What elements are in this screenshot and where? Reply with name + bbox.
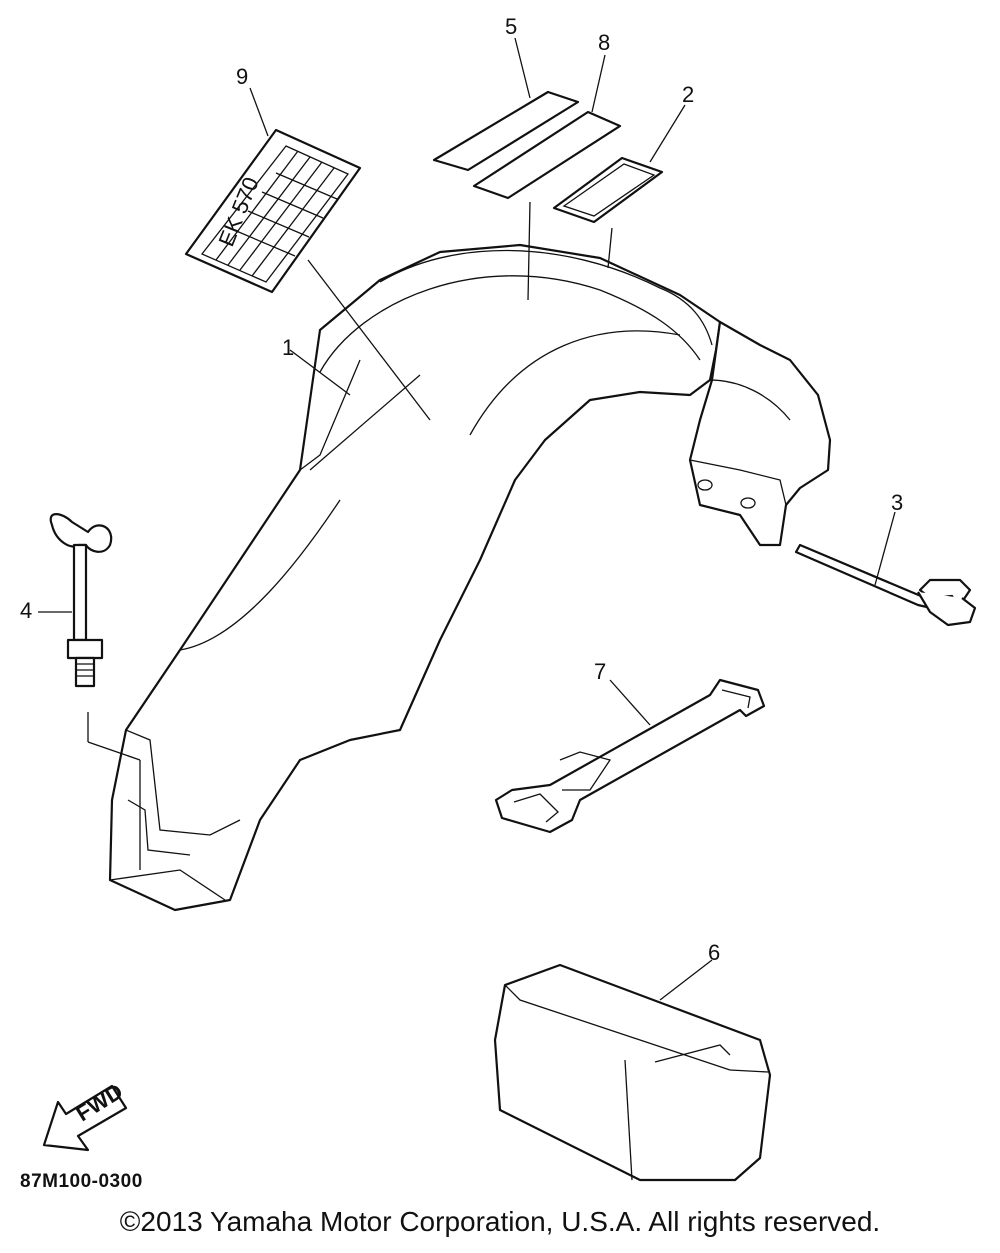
part-1-cover — [108, 243, 832, 912]
callout-6: 6 — [708, 940, 720, 965]
callout-4: 4 — [20, 598, 32, 623]
part-8-sticker — [472, 110, 622, 200]
part-5-sticker — [432, 90, 580, 172]
callout-8: 8 — [598, 30, 610, 55]
part-3-hook — [794, 543, 977, 627]
part-4-bolt — [49, 513, 113, 688]
callout-numbers: 9 5 8 2 1 3 4 7 6 87M100-0300 — [20, 14, 903, 1192]
callout-1: 1 — [282, 335, 294, 360]
leader-lines — [38, 37, 896, 1001]
callout-5: 5 — [505, 14, 517, 39]
figure-code: 87M100-0300 — [20, 1171, 143, 1192]
part-7-strap — [494, 678, 766, 834]
part-2-sticker — [552, 156, 664, 224]
callout-3: 3 — [891, 490, 903, 515]
fwd-arrow-icon: FWD — [42, 1078, 127, 1152]
callout-9: 9 — [236, 64, 248, 89]
callout-7: 7 — [594, 659, 606, 684]
copyright-notice: ©2013 Yamaha Motor Corporation, U.S.A. A… — [119, 1206, 881, 1237]
part-6-bag — [493, 963, 772, 1182]
callout-2: 2 — [682, 82, 694, 107]
part-9-decal: EK 570 — [184, 128, 362, 294]
